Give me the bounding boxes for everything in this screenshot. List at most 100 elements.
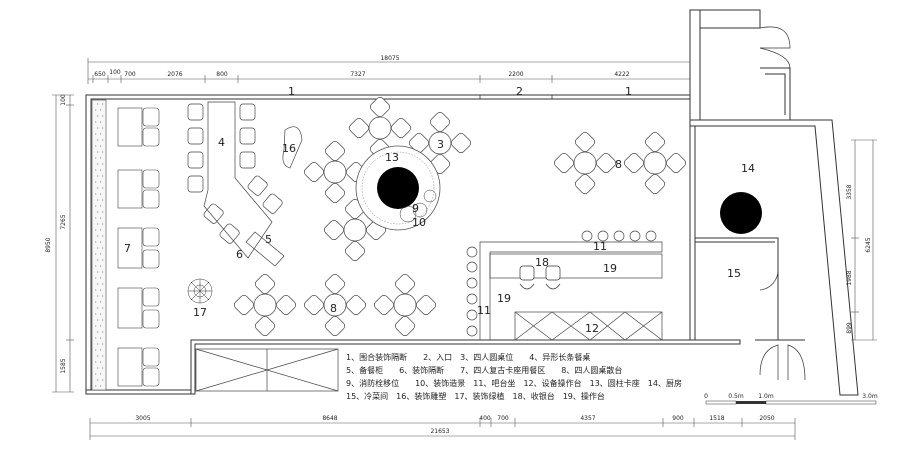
- partition-dot: [95, 361, 97, 363]
- chair: [324, 273, 346, 295]
- partition-dot: [97, 271, 99, 273]
- partition-dot: [95, 205, 97, 207]
- dim-bottom-seg: 8648: [322, 415, 337, 422]
- dim-right-seg: 1988: [846, 270, 853, 285]
- zone-label: 1: [288, 85, 295, 98]
- dim-top-seg: 2076: [167, 71, 182, 78]
- partition-dot: [97, 331, 99, 333]
- partition-dot: [97, 355, 99, 357]
- partition-dots: [95, 103, 104, 387]
- partition-dot: [102, 199, 104, 201]
- partition-dot: [102, 235, 104, 237]
- partition-dot: [97, 115, 99, 117]
- chair: [574, 131, 596, 153]
- chair: [344, 240, 366, 262]
- partition-dot: [95, 193, 97, 195]
- partition-dot: [102, 175, 104, 177]
- cold-dish-counter: [195, 348, 339, 392]
- partition-dot: [102, 271, 104, 273]
- partition-dot: [95, 349, 97, 351]
- partition-dot: [97, 127, 99, 129]
- partition-dot: [97, 235, 99, 237]
- round-table: [368, 116, 392, 140]
- round-table: [323, 160, 347, 184]
- partition-dot: [100, 373, 102, 375]
- chair: [369, 96, 391, 118]
- partition-dot: [95, 241, 97, 243]
- partition-dot: [97, 211, 99, 213]
- chair: [254, 315, 276, 337]
- zone-label: 4: [218, 136, 225, 149]
- dim-bottom-total: 21653: [430, 428, 449, 435]
- chair: [303, 161, 325, 183]
- zone-label: 1: [625, 85, 632, 98]
- partition-dot: [95, 373, 97, 375]
- zone-label: 13: [385, 151, 399, 164]
- zone-label: 19: [603, 262, 617, 275]
- dim-left-seg: 1585: [60, 358, 67, 373]
- partition-dot: [97, 163, 99, 165]
- partition-dot: [100, 361, 102, 363]
- dim-left-seg: 100: [60, 94, 67, 106]
- bar-stool: [581, 230, 593, 242]
- bar-stool: [645, 230, 657, 242]
- decorative-sculpture: [282, 126, 303, 169]
- partition-dot: [97, 103, 99, 105]
- zone-label: 18: [535, 256, 549, 269]
- chair: [623, 152, 645, 174]
- partition-dot: [100, 229, 102, 231]
- partition-dot: [102, 379, 104, 381]
- partition-dot: [95, 133, 97, 135]
- round-table: [643, 151, 667, 175]
- dim-right-total: 6245: [865, 237, 872, 252]
- dim-top-seg: 650: [94, 71, 106, 78]
- zone-label: 14: [741, 162, 755, 175]
- scale-tick: 0: [704, 393, 708, 400]
- bar-stool: [629, 230, 641, 242]
- zone-labels: 1 1 2 3 4 5 6 7 8 8 9 10 11 11 12 13 14 …: [124, 85, 755, 335]
- scale-tick: 0.5m: [728, 393, 744, 400]
- chair: [275, 294, 297, 316]
- chair: [644, 173, 666, 195]
- partition-dot: [100, 169, 102, 171]
- dim-right-seg: 3358: [846, 184, 853, 199]
- chair: [595, 152, 617, 174]
- bar-stools: [466, 230, 657, 337]
- entrance-doors: [759, 26, 806, 381]
- round-table: [343, 218, 367, 242]
- partition-dot: [95, 301, 97, 303]
- partition-dot: [100, 181, 102, 183]
- zone-label: 10: [412, 216, 426, 229]
- partition-dot: [102, 187, 104, 189]
- partition-dot: [95, 289, 97, 291]
- chair: [323, 219, 345, 241]
- zone-label: 8: [615, 158, 622, 171]
- partition-dot: [100, 325, 102, 327]
- bar-area: [479, 241, 663, 341]
- partition-dot: [97, 139, 99, 141]
- chair: [665, 152, 687, 174]
- dotted-partition: [91, 99, 107, 391]
- dim-bottom-seg: 900: [672, 415, 684, 422]
- partition-dot: [97, 187, 99, 189]
- partition-dot: [95, 181, 97, 183]
- partition-dot: [95, 229, 97, 231]
- structural-column: [720, 192, 762, 234]
- zone-label: 9: [412, 202, 419, 215]
- chair: [394, 315, 416, 337]
- dim-bottom-seg: 3005: [135, 415, 150, 422]
- round-table: [393, 293, 417, 317]
- partition-dot: [100, 385, 102, 387]
- partition-dot: [100, 157, 102, 159]
- dim-top-seg: 4222: [614, 71, 629, 78]
- partition-dot: [100, 349, 102, 351]
- partition-dot: [97, 319, 99, 321]
- decorative-plants: [187, 189, 437, 304]
- zone-label: 7: [124, 242, 131, 255]
- zone-label: 3: [437, 138, 444, 151]
- partition-dot: [95, 313, 97, 315]
- chair: [415, 294, 437, 316]
- zone-label: 6: [236, 248, 243, 261]
- chair: [254, 273, 276, 295]
